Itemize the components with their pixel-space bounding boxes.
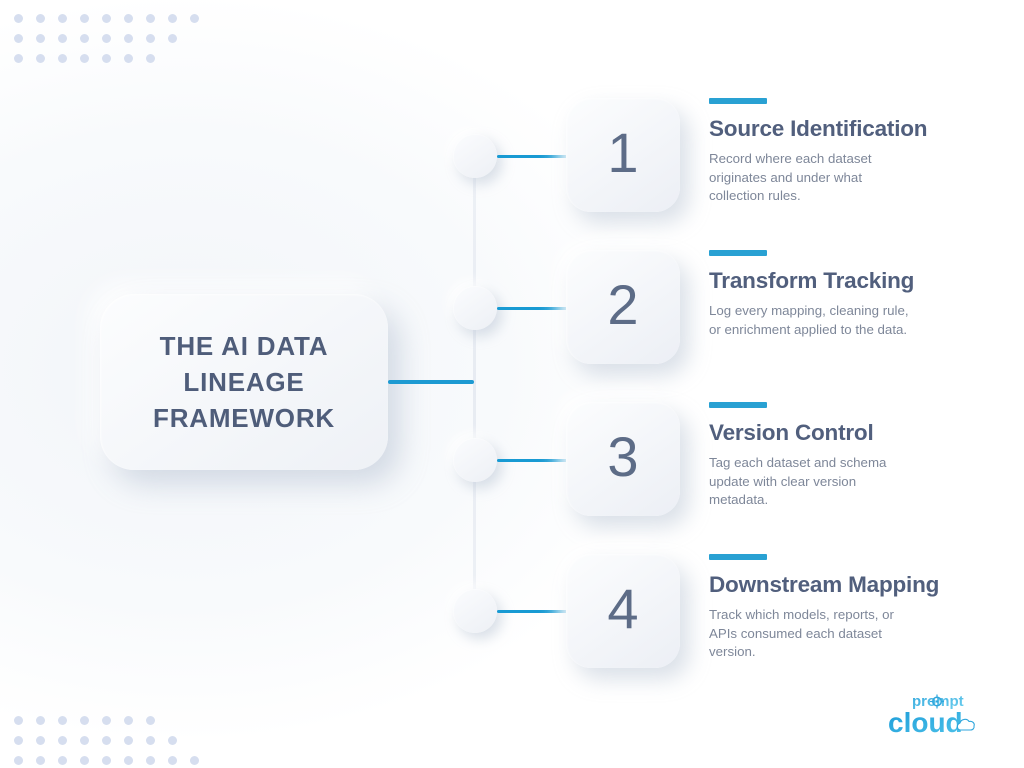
decorative-dot xyxy=(80,736,89,745)
decorative-dot xyxy=(58,736,67,745)
page-title: The AI Data Lineage Framework xyxy=(153,331,335,433)
decorative-dot xyxy=(14,736,23,745)
decorative-dot xyxy=(36,14,45,23)
dot-row xyxy=(14,14,199,23)
decorative-dot xyxy=(14,54,23,63)
promptcloud-logo: prompt cloud xyxy=(885,690,990,738)
accent-bar xyxy=(709,98,767,104)
decorative-dot xyxy=(102,54,111,63)
decorative-dot-grid-bottom xyxy=(14,716,199,768)
decorative-dot xyxy=(102,14,111,23)
decorative-dot-grid-top xyxy=(14,14,199,74)
decorative-dot xyxy=(146,14,155,23)
decorative-dot xyxy=(102,34,111,43)
dot-row xyxy=(14,716,199,725)
decorative-dot xyxy=(58,54,67,63)
decorative-dot xyxy=(168,736,177,745)
dot-row xyxy=(14,34,199,43)
logo-word-bottom: cloud xyxy=(888,707,963,738)
step-title: Downstream Mapping xyxy=(709,572,940,597)
decorative-dot xyxy=(80,34,89,43)
timeline-spine xyxy=(473,150,476,620)
timeline-node-circle xyxy=(453,134,497,178)
decorative-dot xyxy=(36,756,45,765)
decorative-dot xyxy=(36,54,45,63)
decorative-dot xyxy=(102,716,111,725)
accent-bar xyxy=(709,554,767,560)
decorative-dot xyxy=(146,34,155,43)
step-connector-line xyxy=(497,155,577,158)
step-number-card: 1 xyxy=(566,98,680,212)
step-connector-line xyxy=(497,610,577,613)
step-number-card: 2 xyxy=(566,250,680,364)
accent-bar xyxy=(709,250,767,256)
decorative-dot xyxy=(124,54,133,63)
decorative-dot xyxy=(124,756,133,765)
decorative-dot xyxy=(124,716,133,725)
step-number: 3 xyxy=(607,425,639,488)
decorative-dot xyxy=(58,716,67,725)
step-number-card: 4 xyxy=(566,554,680,668)
step-number: 1 xyxy=(607,121,639,184)
framework-title-card: The AI Data Lineage Framework xyxy=(100,294,388,470)
decorative-dot xyxy=(80,54,89,63)
step-connector-line xyxy=(497,459,577,462)
decorative-dot xyxy=(124,736,133,745)
decorative-dot xyxy=(58,34,67,43)
decorative-dot xyxy=(14,14,23,23)
decorative-dot xyxy=(80,756,89,765)
step-description: Tag each dataset and schema update with … xyxy=(709,455,887,507)
timeline-node-circle xyxy=(453,589,497,633)
step-number: 2 xyxy=(607,273,639,336)
step-description: Track which models, reports, or APIs con… xyxy=(709,607,894,659)
title-connector-line xyxy=(388,380,474,384)
decorative-dot xyxy=(80,14,89,23)
decorative-dot xyxy=(102,736,111,745)
step-description: Log every mapping, cleaning rule, or enr… xyxy=(709,303,909,337)
decorative-dot xyxy=(190,756,199,765)
decorative-dot xyxy=(146,736,155,745)
step-number: 4 xyxy=(607,577,639,640)
decorative-dot xyxy=(146,716,155,725)
decorative-dot xyxy=(168,756,177,765)
accent-bar xyxy=(709,402,767,408)
dot-row xyxy=(14,756,199,765)
timeline-node-circle xyxy=(453,286,497,330)
decorative-dot xyxy=(80,716,89,725)
step-connector-line xyxy=(497,307,577,310)
step-number-card: 3 xyxy=(566,402,680,516)
decorative-dot xyxy=(58,14,67,23)
decorative-dot xyxy=(168,14,177,23)
decorative-dot xyxy=(58,756,67,765)
decorative-dot xyxy=(14,756,23,765)
timeline-node-circle xyxy=(453,438,497,482)
decorative-dot xyxy=(124,34,133,43)
step-description: Record where each dataset originates and… xyxy=(709,151,872,203)
decorative-dot xyxy=(168,34,177,43)
step-title: Source Identification xyxy=(709,116,928,141)
decorative-dot xyxy=(14,716,23,725)
decorative-dot xyxy=(124,14,133,23)
decorative-dot xyxy=(146,54,155,63)
decorative-dot xyxy=(146,756,155,765)
decorative-dot xyxy=(36,716,45,725)
decorative-dot xyxy=(190,14,199,23)
decorative-dot xyxy=(102,756,111,765)
dot-row xyxy=(14,54,199,63)
decorative-dot xyxy=(36,34,45,43)
dot-row xyxy=(14,736,199,745)
decorative-dot xyxy=(14,34,23,43)
step-title: Version Control xyxy=(709,420,874,445)
decorative-dot xyxy=(36,736,45,745)
step-title: Transform Tracking xyxy=(709,268,915,293)
